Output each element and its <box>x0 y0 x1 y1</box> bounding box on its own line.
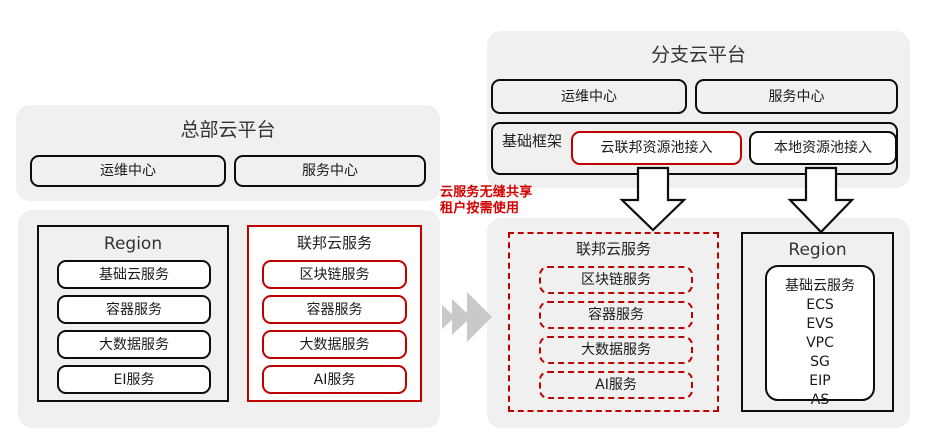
branch-federated-title: 联邦云服务 <box>575 240 651 258</box>
branch-region-pool[interactable]: 基础云服务 ECS EVS VPC SG EIP AS <box>765 265 875 408</box>
branch-region-box: Region 基础云服务 ECS EVS VPC SG EIP AS <box>741 232 894 412</box>
hq-federated-title: 联邦云服务 <box>296 234 372 252</box>
branch-access-federated[interactable]: 云联邦资源池接入 <box>571 131 742 165</box>
branch-header-panel: 分支云平台 运维中心 服务中心 基础框架 云联邦资源池接入 本地资源池接入 <box>487 31 910 188</box>
branch-access-local[interactable]: 本地资源池接入 <box>749 131 897 165</box>
hq-federated-service-0[interactable]: 区块链服务 <box>262 260 407 289</box>
branch-federated-service-2[interactable]: 大数据服务 <box>539 336 693 364</box>
transition-arrows <box>442 292 492 342</box>
branch-federated-service-3[interactable]: AI服务 <box>539 371 693 399</box>
hq-federated-box: 联邦云服务 区块链服务 容器服务 大数据服务 AI服务 <box>247 225 422 402</box>
chevron-small <box>442 305 455 329</box>
hq-region-box: Region 基础云服务 容器服务 大数据服务 EI服务 <box>37 225 229 402</box>
hq-title: 总部云平台 <box>180 119 276 141</box>
hq-body-panel: Region 基础云服务 容器服务 大数据服务 EI服务 联邦云服务 区块链服务… <box>18 210 440 428</box>
branch-title: 分支云平台 <box>650 44 746 66</box>
branch-framework-label: 基础框架 <box>502 132 563 150</box>
hq-region-service-3[interactable]: EI服务 <box>57 365 211 394</box>
annotation-text: 云服务无缝共享 租户按需使用 <box>440 185 533 216</box>
hq-region-title: Region <box>103 234 163 254</box>
hq-federated-service-3[interactable]: AI服务 <box>262 365 407 394</box>
branch-federated-box: 联邦云服务 区块链服务 容器服务 大数据服务 AI服务 <box>508 232 719 412</box>
hq-ops-center[interactable]: 运维中心 <box>30 155 226 187</box>
hq-service-center[interactable]: 服务中心 <box>234 155 426 187</box>
hq-federated-service-2[interactable]: 大数据服务 <box>262 330 407 359</box>
hq-region-service-2[interactable]: 大数据服务 <box>57 330 211 359</box>
hq-region-service-1[interactable]: 容器服务 <box>57 295 211 324</box>
branch-federated-service-0[interactable]: 区块链服务 <box>539 266 693 294</box>
branch-region-title: Region <box>788 240 847 260</box>
branch-service-center[interactable]: 服务中心 <box>695 79 898 114</box>
hq-header-panel: 总部云平台 运维中心 服务中心 <box>16 105 440 201</box>
chevron-medium <box>452 299 471 335</box>
branch-body-panel: 联邦云服务 区块链服务 容器服务 大数据服务 AI服务 Region 基础云服务… <box>487 218 910 428</box>
branch-ops-center[interactable]: 运维中心 <box>491 79 687 114</box>
hq-region-service-0[interactable]: 基础云服务 <box>57 260 211 289</box>
branch-region-pool-text: 基础云服务 ECS EVS VPC SG EIP AS <box>785 278 855 408</box>
branch-federated-service-1[interactable]: 容器服务 <box>539 301 693 329</box>
hq-federated-service-1[interactable]: 容器服务 <box>262 295 407 324</box>
